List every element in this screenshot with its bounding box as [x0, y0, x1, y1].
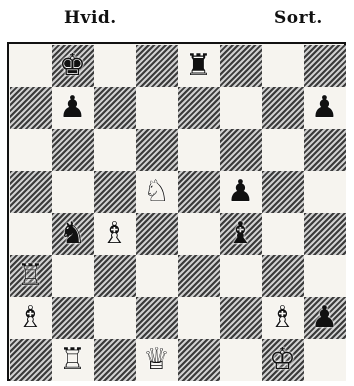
square-e3[interactable]	[178, 255, 220, 297]
black-side-label: Sort.	[274, 8, 323, 28]
square-d7[interactable]	[136, 87, 178, 129]
square-f3[interactable]	[220, 255, 262, 297]
black-pawn-piece[interactable]: ♟	[59, 93, 86, 123]
square-h8[interactable]	[304, 45, 346, 87]
square-d5[interactable]: ♘	[136, 171, 178, 213]
square-e2[interactable]	[178, 297, 220, 339]
square-f4[interactable]: ♝	[220, 213, 262, 255]
white-bishop-piece[interactable]: ♗	[101, 219, 128, 249]
white-bishop-piece[interactable]: ♗	[17, 303, 44, 333]
chess-board[interactable]: ♚ ♜ ♟ ♟ ♘ ♟ ♞ ♗ ♝ ♖ ♗ ♗ ♟ ♖ ♕ ♔	[7, 42, 346, 381]
square-b3[interactable]	[52, 255, 94, 297]
square-f1[interactable]	[220, 339, 262, 381]
square-c2[interactable]	[94, 297, 136, 339]
square-f7[interactable]	[220, 87, 262, 129]
square-e1[interactable]	[178, 339, 220, 381]
square-d8[interactable]	[136, 45, 178, 87]
square-c3[interactable]	[94, 255, 136, 297]
square-g8[interactable]	[262, 45, 304, 87]
square-d1[interactable]: ♕	[136, 339, 178, 381]
square-h7[interactable]: ♟	[304, 87, 346, 129]
square-a2[interactable]: ♗	[10, 297, 52, 339]
black-bishop-piece[interactable]: ♝	[227, 219, 254, 249]
white-rook-piece[interactable]: ♖	[59, 345, 86, 375]
square-a4[interactable]	[10, 213, 52, 255]
square-g3[interactable]	[262, 255, 304, 297]
white-king-piece[interactable]: ♔	[269, 345, 296, 375]
square-a8[interactable]	[10, 45, 52, 87]
white-knight-piece[interactable]: ♘	[143, 177, 170, 207]
square-e8[interactable]: ♜	[178, 45, 220, 87]
square-h1[interactable]	[304, 339, 346, 381]
square-h2[interactable]: ♟	[304, 297, 346, 339]
square-h4[interactable]	[304, 213, 346, 255]
square-g1[interactable]: ♔	[262, 339, 304, 381]
square-g6[interactable]	[262, 129, 304, 171]
square-h3[interactable]	[304, 255, 346, 297]
square-c8[interactable]	[94, 45, 136, 87]
square-c1[interactable]	[94, 339, 136, 381]
square-b4[interactable]: ♞	[52, 213, 94, 255]
square-f8[interactable]	[220, 45, 262, 87]
square-b6[interactable]	[52, 129, 94, 171]
square-a1[interactable]	[10, 339, 52, 381]
square-c4[interactable]: ♗	[94, 213, 136, 255]
square-b5[interactable]	[52, 171, 94, 213]
square-g4[interactable]	[262, 213, 304, 255]
square-c5[interactable]	[94, 171, 136, 213]
square-f6[interactable]	[220, 129, 262, 171]
square-h6[interactable]	[304, 129, 346, 171]
square-c7[interactable]	[94, 87, 136, 129]
square-b1[interactable]: ♖	[52, 339, 94, 381]
square-d2[interactable]	[136, 297, 178, 339]
black-pawn-piece[interactable]: ♟	[227, 177, 254, 207]
black-king-piece[interactable]: ♚	[59, 51, 86, 81]
square-e6[interactable]	[178, 129, 220, 171]
square-e4[interactable]	[178, 213, 220, 255]
square-a5[interactable]	[10, 171, 52, 213]
square-b7[interactable]: ♟	[52, 87, 94, 129]
white-queen-piece[interactable]: ♕	[143, 345, 170, 375]
white-bishop-piece[interactable]: ♗	[269, 303, 296, 333]
square-h5[interactable]	[304, 171, 346, 213]
white-side-label: Hvid.	[64, 8, 117, 28]
square-g7[interactable]	[262, 87, 304, 129]
square-e5[interactable]	[178, 171, 220, 213]
black-knight-piece[interactable]: ♞	[59, 219, 86, 249]
square-b2[interactable]	[52, 297, 94, 339]
square-a7[interactable]	[10, 87, 52, 129]
square-f2[interactable]	[220, 297, 262, 339]
square-c6[interactable]	[94, 129, 136, 171]
square-d3[interactable]	[136, 255, 178, 297]
white-rook-piece[interactable]: ♖	[17, 261, 44, 291]
black-pawn-piece[interactable]: ♟	[311, 303, 338, 333]
square-f5[interactable]: ♟	[220, 171, 262, 213]
square-g5[interactable]	[262, 171, 304, 213]
square-d6[interactable]	[136, 129, 178, 171]
square-a6[interactable]	[10, 129, 52, 171]
square-e7[interactable]	[178, 87, 220, 129]
black-rook-piece[interactable]: ♜	[185, 51, 212, 81]
black-pawn-piece[interactable]: ♟	[311, 93, 338, 123]
square-d4[interactable]	[136, 213, 178, 255]
square-b8[interactable]: ♚	[52, 45, 94, 87]
square-g2[interactable]: ♗	[262, 297, 304, 339]
square-a3[interactable]: ♖	[10, 255, 52, 297]
